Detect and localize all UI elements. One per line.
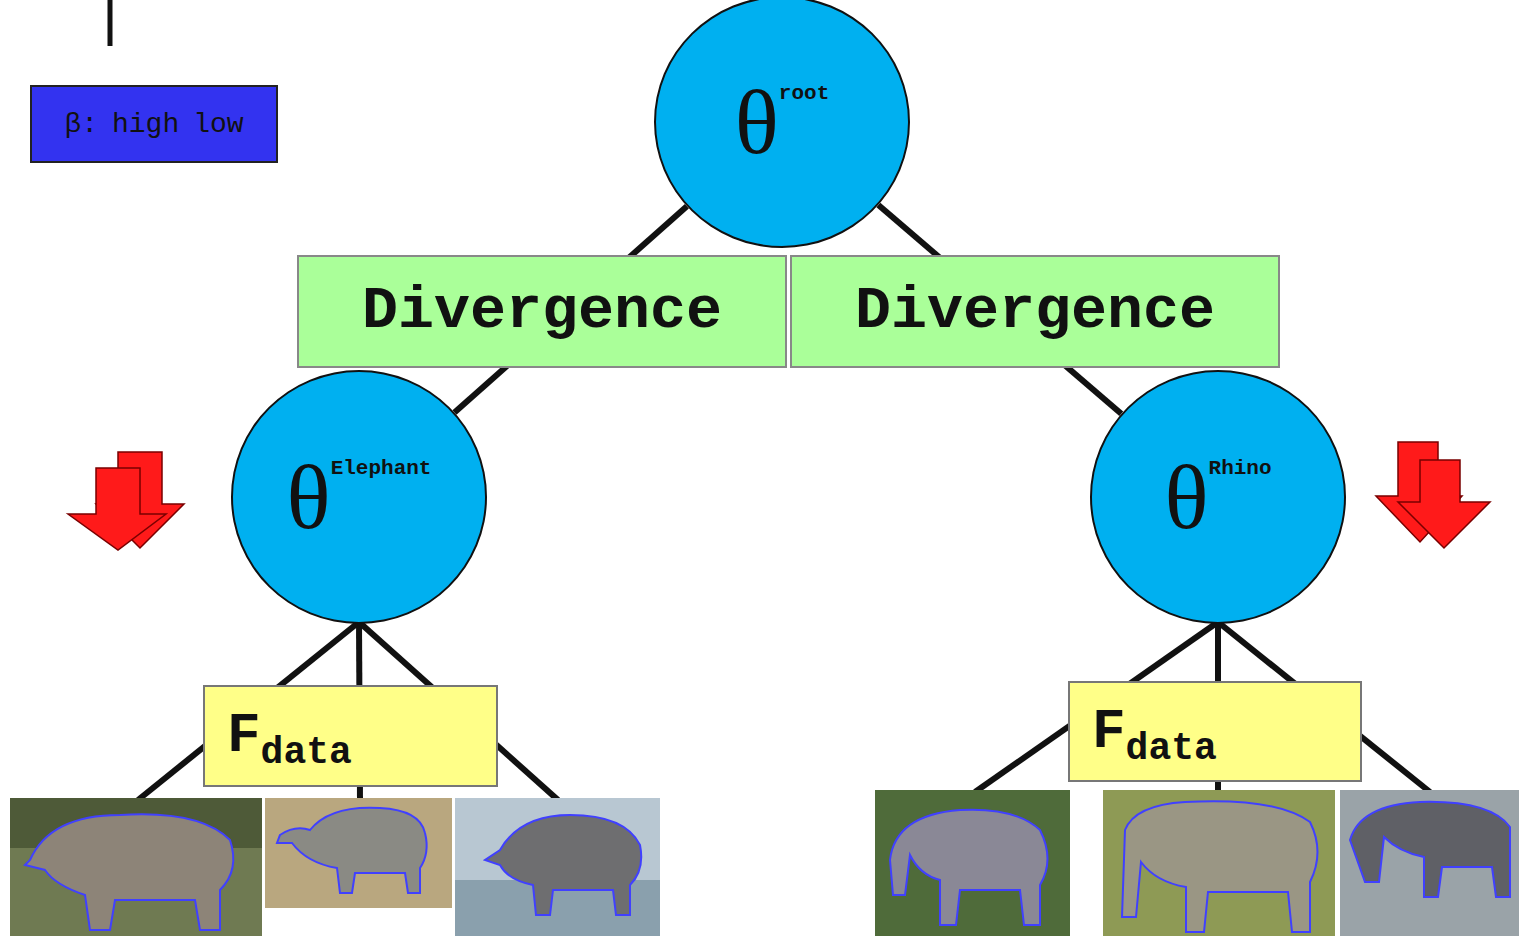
parameter-circle: θRhino xyxy=(1090,370,1346,624)
rhino-photo xyxy=(10,798,262,936)
symbol: F xyxy=(227,708,261,764)
parameter-box: β: highlow xyxy=(30,85,278,163)
symbol-group: θroot xyxy=(735,76,830,168)
subscript: data xyxy=(261,734,352,772)
box-text: low xyxy=(193,109,243,140)
symbol: F xyxy=(1092,704,1126,760)
symbol-group: θRhino xyxy=(1164,451,1271,543)
subscript: data xyxy=(1126,730,1217,768)
data-term-box: Fdata xyxy=(1068,681,1362,782)
edge-label-box: Divergence xyxy=(297,255,787,368)
edge-label: Divergence xyxy=(362,277,722,345)
elephant-photo xyxy=(1103,790,1335,936)
edge-label: Divergence xyxy=(855,277,1215,345)
symbol: θ xyxy=(287,451,331,543)
cursor-bar xyxy=(108,0,113,46)
superscript: Rhino xyxy=(1209,457,1272,480)
data-lines xyxy=(138,622,1430,800)
symbol: β: xyxy=(64,109,98,140)
parameter-circle: θroot xyxy=(654,0,910,248)
elephant-photo xyxy=(1340,790,1519,936)
symbol: θ xyxy=(735,76,779,168)
elephant-photo xyxy=(875,790,1070,936)
box-text: high xyxy=(112,109,179,140)
rhino-photo xyxy=(455,798,660,936)
parameter-circle: θElephant xyxy=(231,370,487,624)
symbol-group: θElephant xyxy=(287,451,432,543)
symbol: θ xyxy=(1164,451,1208,543)
superscript: Elephant xyxy=(331,457,432,480)
superscript: root xyxy=(779,82,829,105)
rhino-photo xyxy=(265,798,452,908)
edge-label-box: Divergence xyxy=(790,255,1280,368)
data-term-box: Fdata xyxy=(203,685,498,787)
